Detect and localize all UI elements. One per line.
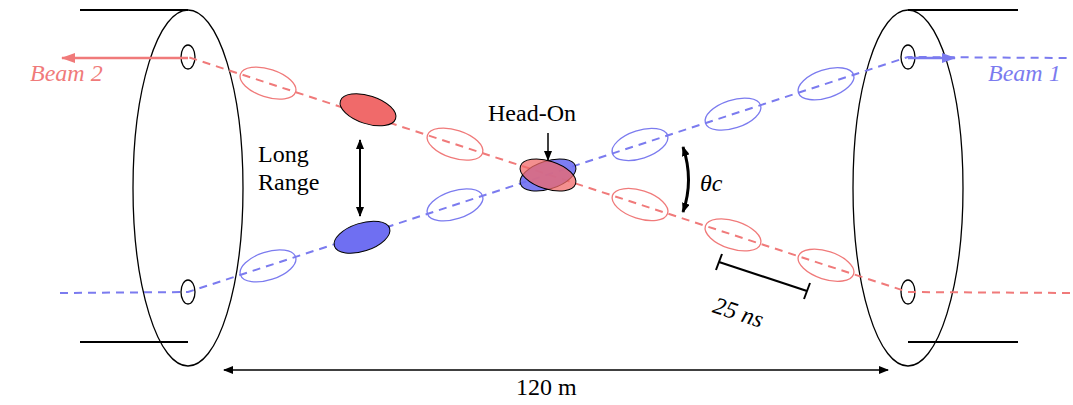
- annotation-label: θc: [700, 170, 722, 198]
- beam-arrow: [62, 57, 188, 60]
- particle-bunch: [236, 61, 300, 106]
- particle-bunch: [608, 182, 672, 227]
- particle-bunch: [423, 183, 487, 228]
- particle-bunch: [423, 122, 487, 167]
- particle-bunch: [608, 122, 672, 167]
- particle-bunch: [794, 61, 858, 106]
- beam-arrow: [908, 57, 955, 60]
- angle-arc: [683, 147, 689, 212]
- particle-bunch: [794, 243, 858, 288]
- annotation-label: Head-On: [488, 100, 576, 128]
- particle-bunch: [336, 88, 400, 133]
- length-dimension: [224, 369, 888, 371]
- bunch-group: [236, 61, 858, 288]
- particle-bunch: [701, 213, 765, 258]
- annotation-label: Beam 2: [30, 60, 103, 88]
- particle-bunch: [330, 215, 394, 260]
- long-range-arrow: [359, 140, 361, 216]
- annotation-label: Long Range: [258, 141, 336, 196]
- annotation-label: 25 ns: [709, 292, 766, 334]
- head-on-arrow: [547, 133, 549, 160]
- beam-trajectory: [60, 57, 1070, 293]
- particle-bunch: [701, 92, 765, 137]
- particle-bunch: [236, 244, 300, 289]
- annotation-label: Beam 1: [988, 60, 1061, 88]
- spacing-bracket: [716, 254, 810, 299]
- annotation-label: 120 m: [516, 374, 577, 402]
- magnet-housing: [80, 10, 1018, 366]
